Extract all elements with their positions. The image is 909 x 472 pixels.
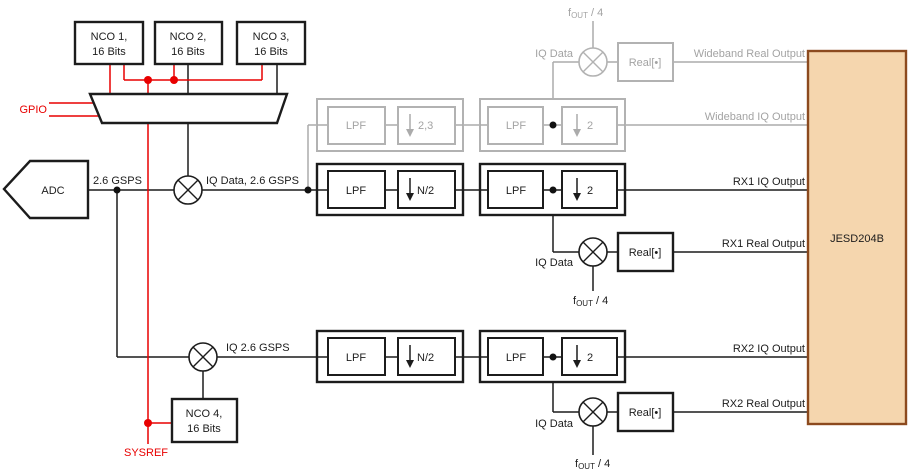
wideband-real-output-label: Wideband Real Output (694, 48, 805, 60)
mixer-symbol-main (173, 175, 203, 205)
mixer1-out-label: IQ Data, 2.6 GSPS (206, 175, 299, 187)
fout-tail: / 4 (595, 458, 610, 470)
fout-base: f (568, 7, 572, 19)
nco2-label: 16 Bits (171, 46, 205, 58)
junction-dot (549, 121, 557, 129)
rx2-lpf1-label: LPF (346, 352, 366, 364)
wideband-lpf1-box (327, 106, 386, 145)
adc-block (2, 159, 90, 220)
wideband-dec23-box (397, 106, 456, 145)
fout-base: f (575, 458, 579, 470)
iq-data-label-rx1: IQ Data (535, 257, 574, 269)
wideband-dec2-box (561, 106, 618, 145)
rx1-filter-chain (315, 162, 627, 217)
rx2-filter-chain (315, 329, 627, 384)
junction-dot (549, 353, 557, 361)
rx1-dec2-label: 2 (587, 185, 593, 197)
wideband-lpf2-label: LPF (506, 120, 526, 132)
rx2-decn2-label: N/2 (417, 352, 434, 364)
rx2-real-label: Real[•] (629, 407, 662, 419)
nco1-box (73, 20, 145, 66)
junction-dot (304, 186, 312, 194)
fout-base: f (573, 295, 577, 307)
iq-data-label-rx2: IQ Data (535, 418, 574, 430)
wideband-dec2-label: 2 (587, 120, 593, 132)
downsample-arrowhead-icon (573, 360, 581, 368)
adc-label: ADC (41, 185, 64, 197)
rx2-dec2-label: 2 (587, 352, 593, 364)
rx2-decn2-box (397, 337, 456, 376)
fout-label-rx2: fOUT / 4 (575, 458, 610, 471)
wideband-real-box (617, 42, 674, 82)
rx1-lpf1-box (327, 170, 386, 209)
mixer-symbol-rx2-real (578, 397, 608, 427)
fout-tail: / 4 (593, 295, 608, 307)
downsample-arrowhead-icon (406, 193, 414, 201)
wideband-dec23-label: 2,3 (418, 120, 433, 132)
rx1-lpf1-label: LPF (346, 185, 366, 197)
rx2-real-box (616, 391, 675, 433)
rx2-lpf1-box (327, 337, 386, 376)
nco1-label: 16 Bits (92, 46, 126, 58)
rx1-lpf2-box (487, 170, 544, 209)
fout-sub: OUT (576, 299, 593, 308)
jesd204b-label: JESD204B (830, 233, 884, 245)
rx1-lpf2-label: LPF (506, 185, 526, 197)
junction-dot-red (170, 76, 178, 84)
rx2-lpf2-box (487, 337, 544, 376)
fout-label-rx1: fOUT / 4 (573, 295, 608, 308)
rx1-real-label: Real[•] (629, 247, 662, 259)
nco2-box (153, 20, 224, 66)
nco3-box (235, 20, 307, 66)
rx2-dec2-box (561, 337, 618, 376)
nco2-label: NCO 2, (170, 31, 207, 43)
downsample-arrowhead-icon (573, 129, 581, 137)
wideband-lpf2-box (487, 106, 544, 145)
sysref-label: SYSREF (124, 447, 168, 459)
junction-dot (549, 186, 557, 194)
wideband-lpf1-label: LPF (346, 120, 366, 132)
rx2-lpf2-label: LPF (506, 352, 526, 364)
mixer-symbol-wideband-real (578, 47, 608, 77)
nco4-label: 16 Bits (187, 423, 221, 435)
downsample-arrowhead-icon (573, 193, 581, 201)
nco1-label: NCO 1, (91, 31, 128, 43)
rx1-real-box (616, 231, 675, 273)
downsample-arrowhead-icon (406, 360, 414, 368)
junction-dot-red (144, 76, 152, 84)
junction-dot (113, 186, 121, 194)
rx2-iq-output-label: RX2 IQ Output (733, 343, 805, 355)
nco4-box (170, 397, 239, 444)
fout-sub: OUT (571, 11, 588, 20)
junction-dot-red (144, 419, 152, 427)
rx1-dec2-box (561, 170, 618, 209)
rx1-decn2-label: N/2 (417, 185, 434, 197)
jesd204b-block (806, 49, 908, 426)
wideband-iq-output-label: Wideband IQ Output (705, 111, 805, 123)
wideband-real-label: Real[•] (629, 57, 662, 69)
wideband-filter-chain (316, 98, 626, 152)
fout-tail: / 4 (588, 7, 603, 19)
fout-sub: OUT (578, 462, 595, 471)
mixer2-out-label: IQ 2.6 GSPS (226, 342, 290, 354)
fout-label-wideband: fOUT / 4 (568, 7, 603, 20)
gpio-label: GPIO (19, 104, 47, 116)
rx1-decn2-box (397, 170, 456, 209)
rx1-iq-output-label: RX1 IQ Output (733, 176, 805, 188)
nco-mux-shape (88, 92, 289, 125)
nco4-label: NCO 4, (186, 408, 223, 420)
downsample-arrowhead-icon (406, 129, 414, 137)
nco3-label: 16 Bits (254, 46, 288, 58)
junction-dots (113, 76, 557, 427)
adc-rate-label: 2.6 GSPS (93, 175, 142, 187)
mixer-symbol-rx1-real (578, 237, 608, 267)
mixer-symbol-rx2 (188, 342, 218, 372)
nco3-label: NCO 3, (253, 31, 290, 43)
rx1-real-output-label: RX1 Real Output (722, 238, 805, 250)
rx2-real-output-label: RX2 Real Output (722, 398, 805, 410)
iq-data-label-wideband: IQ Data (535, 48, 574, 60)
